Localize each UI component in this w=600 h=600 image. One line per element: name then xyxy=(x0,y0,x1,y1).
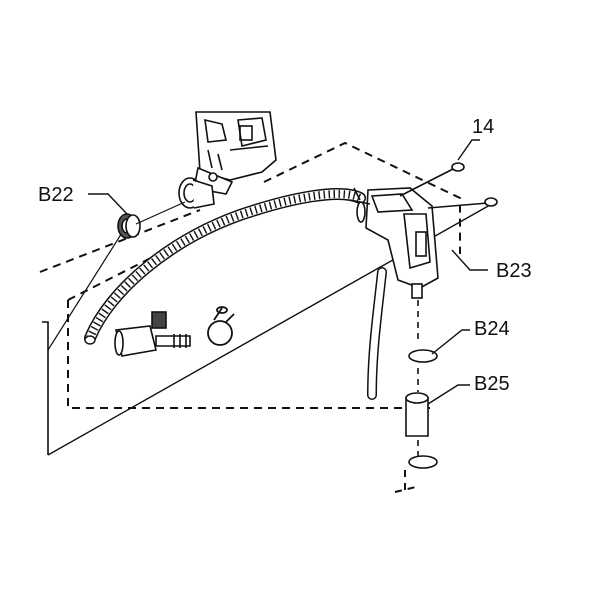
callout-b22: B22 xyxy=(38,184,74,206)
washer-pump-icon xyxy=(114,311,191,357)
collar-icon xyxy=(405,392,429,437)
outlet-tube xyxy=(367,267,387,400)
leader-lines xyxy=(88,139,488,405)
callout-14: 14 xyxy=(472,116,494,138)
callout-b25: B25 xyxy=(474,373,510,395)
hose-clip-icon xyxy=(207,306,235,346)
callout-b24: B24 xyxy=(474,318,510,340)
tank-neck-icon xyxy=(178,172,218,209)
grommet-axis-line xyxy=(135,201,186,225)
washer-icon xyxy=(408,349,438,469)
corrugated-hose-icon xyxy=(84,188,366,345)
bracket-icon xyxy=(349,187,439,299)
grommet-icon xyxy=(117,213,141,239)
washer-pump-motor-icon xyxy=(193,111,277,195)
callout-b23: B23 xyxy=(496,260,532,282)
screw-icon xyxy=(399,162,498,209)
